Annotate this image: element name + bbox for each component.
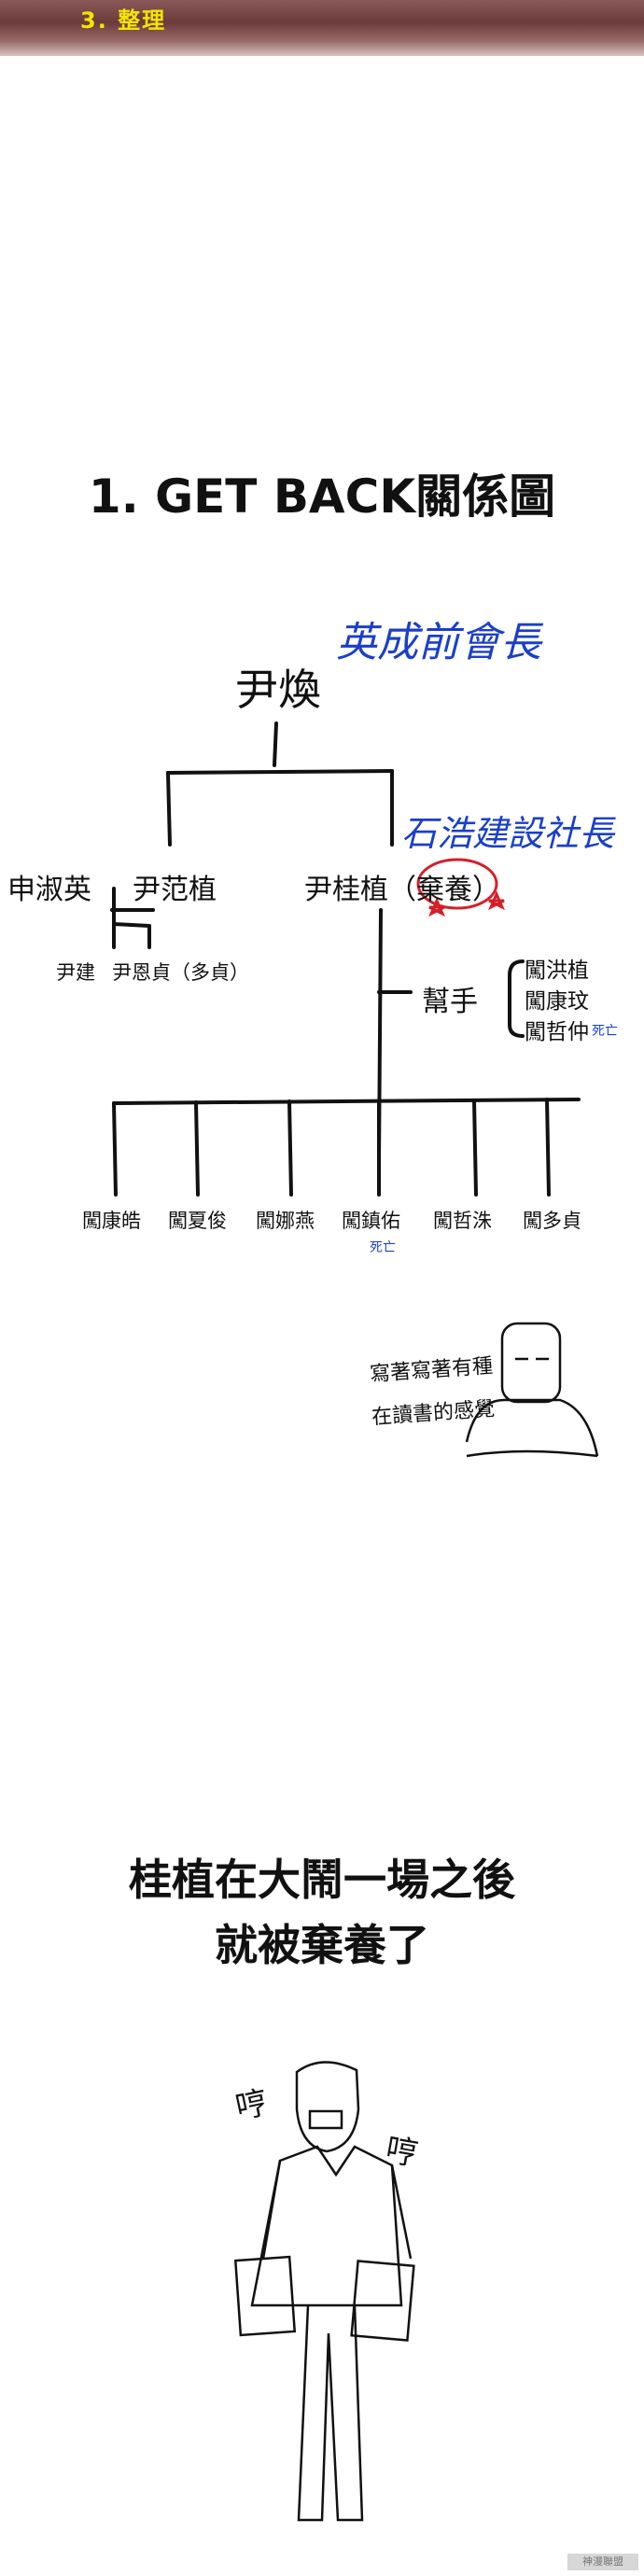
children-bar — [112, 1098, 581, 1105]
child-6: 闖多貞 — [523, 1210, 581, 1232]
right-branch: 尹桂植（棄養） — [304, 874, 500, 906]
child-drop-5 — [472, 1099, 478, 1197]
helper-1: 闖洪植 — [525, 959, 589, 983]
child-3: 闖娜燕 — [256, 1210, 315, 1232]
helper-label: 幫手 — [422, 986, 478, 1018]
root-stem — [273, 721, 278, 767]
root-note: 英成前會長 — [336, 619, 541, 666]
reading-person-sketch — [465, 1322, 599, 1458]
section-title: 1. GET BACK關係圖 — [88, 469, 556, 524]
root-bar — [166, 769, 394, 775]
header-bar: 3. 整理 — [0, 0, 644, 56]
left-child-2: 尹恩貞（多貞） — [112, 961, 249, 984]
caption-line-2: 就被棄養了 — [215, 1920, 429, 1970]
child-2: 闖夏俊 — [168, 1210, 227, 1232]
left-couple-wife: 申淑英 — [7, 874, 91, 906]
helper-bracket — [508, 959, 525, 1038]
child-drop-1 — [112, 1101, 118, 1197]
child-drop-6 — [545, 1098, 551, 1197]
child-4: 闖鎮佑 — [342, 1210, 400, 1232]
left-children-bar — [112, 922, 151, 928]
tree-root: 尹煥 — [235, 665, 321, 715]
man-with-bags-sketch — [233, 2061, 415, 2522]
child-dead-note: 死亡 — [370, 1240, 396, 1255]
child-1: 闖康皓 — [82, 1210, 141, 1232]
left-drop — [166, 771, 172, 847]
child-drop-2 — [194, 1100, 200, 1197]
left-child-1: 尹建 — [56, 961, 95, 984]
helper-3: 闖哲仲 — [525, 1020, 589, 1044]
caption-line-1: 桂植在大鬧一場之後 — [129, 1855, 515, 1905]
header-title: 3. 整理 — [80, 7, 167, 34]
child-drop-3 — [287, 1099, 293, 1197]
red-circle-marks — [416, 858, 505, 917]
child-5: 闖哲洙 — [433, 1210, 492, 1232]
helper-2: 闖康玟 — [525, 989, 589, 1014]
helper-dead-note: 死亡 — [592, 1024, 618, 1039]
watermark: 神漫聯盟 — [567, 2554, 638, 2570]
left-couple-husband: 尹范植 — [133, 874, 217, 906]
right-note: 石浩建設社長 — [401, 813, 615, 854]
